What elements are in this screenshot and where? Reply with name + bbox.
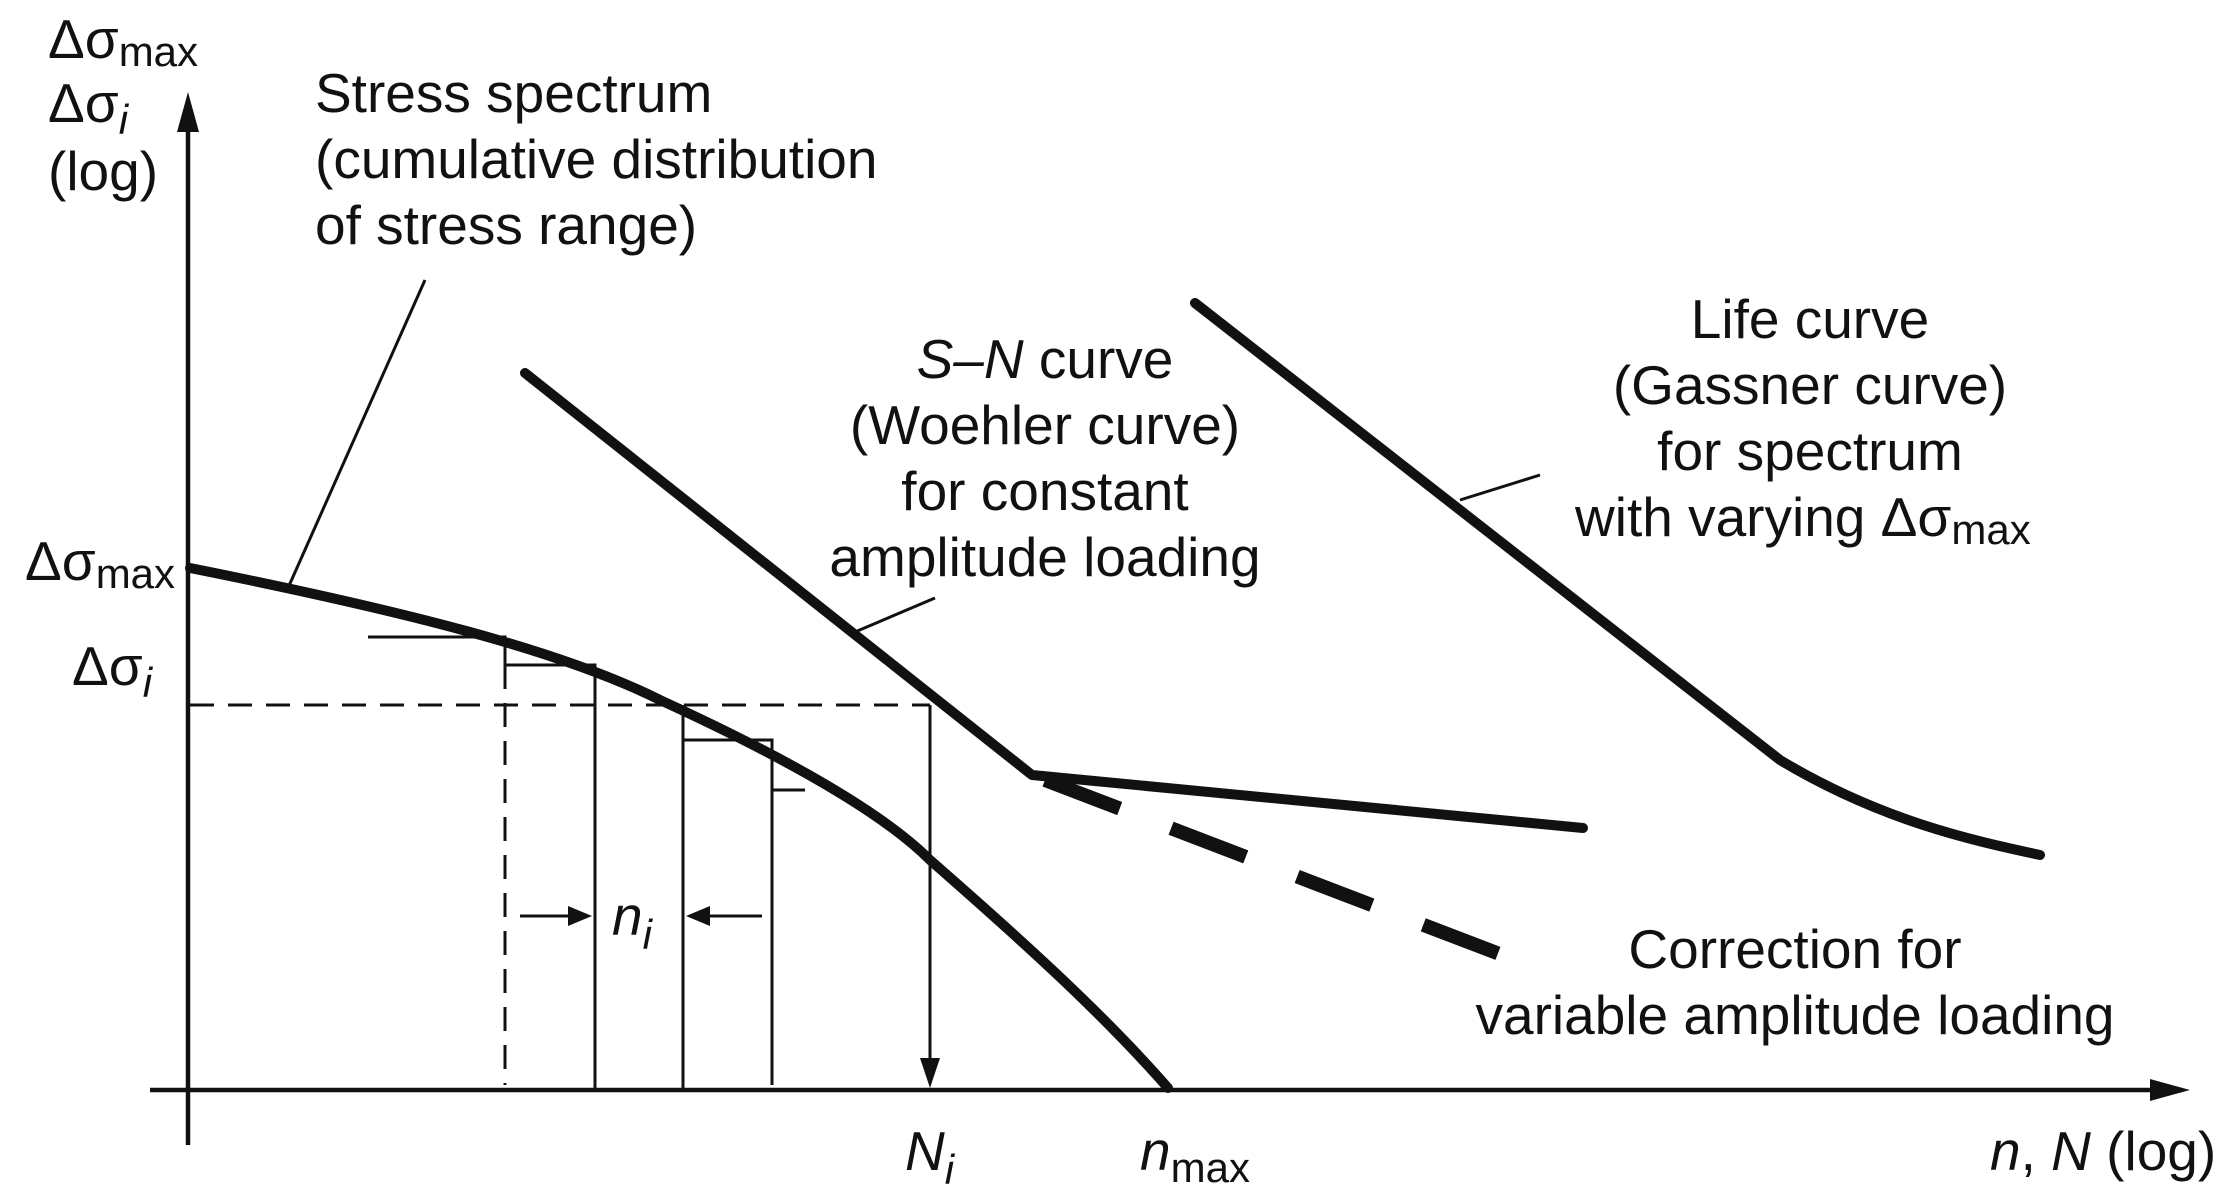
- life-curve-leader: [1459, 473, 1541, 502]
- y-label-line1: Δσmax: [48, 8, 198, 75]
- spectrum-steps: [368, 635, 805, 1090]
- stress-spectrum-leader: [286, 279, 427, 589]
- correction-label: Correction for variable amplitude loadin…: [1475, 918, 2114, 1046]
- sn-curve-leader: [854, 596, 936, 634]
- life-curve: [1190, 298, 2045, 860]
- step-1: [368, 635, 597, 705]
- y-label-line3: (log): [48, 140, 158, 202]
- y-tick-dsigma-max: Δσmax: [25, 530, 175, 597]
- y-tick-dsigma-i: Δσi: [72, 635, 154, 706]
- life-line4: with varying Δσmax: [1574, 486, 2031, 553]
- stress-spectrum-curve: [185, 563, 1173, 1093]
- correction-dashed-line: [1042, 773, 1513, 965]
- y-axis-label: Δσmax Δσi (log): [48, 8, 198, 202]
- correction-line2: variable amplitude loading: [1475, 984, 2114, 1046]
- stress-spectrum-line2: (cumulative distribution: [315, 128, 877, 190]
- ni-arrow-right-head: [686, 906, 710, 926]
- sn-line3: for constant: [901, 460, 1188, 522]
- sn-curve: [520, 368, 1588, 833]
- y-label-line2: Δσi: [48, 72, 130, 143]
- sn-line2: (Woehler curve): [850, 394, 1240, 456]
- stress-spectrum-label: Stress spectrum (cumulative distribution…: [315, 62, 877, 256]
- x-tick-nmax: nmax: [1140, 1120, 1250, 1191]
- x-tick-Ni: Ni: [905, 1120, 956, 1193]
- sn-line4: amplitude loading: [829, 526, 1260, 588]
- x-axis-arrowhead: [2150, 1079, 2190, 1101]
- sn-curve-label: S–N curve (Woehler curve) for constant a…: [829, 328, 1260, 588]
- stress-spectrum-line1: Stress spectrum: [315, 62, 712, 124]
- life-curve-label: Life curve (Gassner curve) for spectrum: [1613, 288, 2007, 482]
- Ni-arrowhead: [920, 1058, 940, 1088]
- life-line2: (Gassner curve): [1613, 354, 2007, 416]
- sn-line1: S–N curve: [917, 328, 1174, 390]
- y-axis-arrowhead: [177, 92, 199, 132]
- life-line3: for spectrum: [1657, 420, 1963, 482]
- ni-label: ni: [612, 885, 654, 958]
- correction-line1: Correction for: [1628, 918, 1961, 980]
- axes: [150, 92, 2190, 1145]
- ni-indicator: ni: [520, 885, 762, 958]
- x-axis-label: n, N (log): [1990, 1120, 2216, 1182]
- life-line1: Life curve: [1691, 288, 1929, 350]
- stress-spectrum-line3: of stress range): [315, 194, 697, 256]
- ni-arrow-left-head: [568, 906, 592, 926]
- step-3: [770, 788, 805, 1085]
